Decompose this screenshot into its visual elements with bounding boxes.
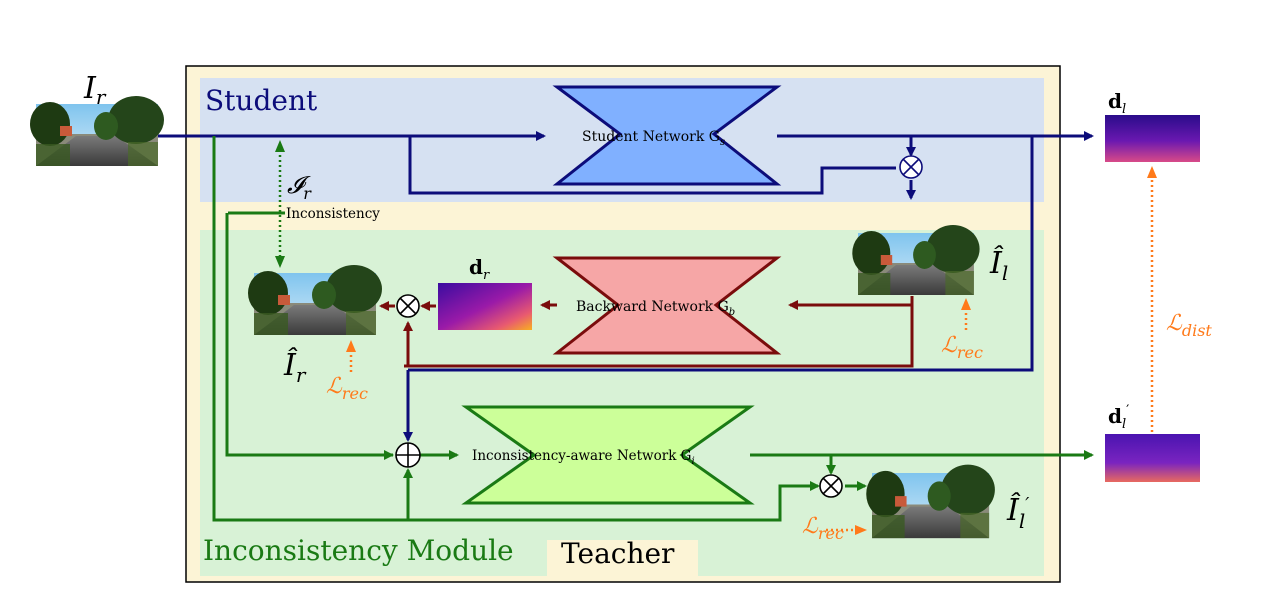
inconsistency-aware-network <box>461 405 755 505</box>
student-network-label: Student Network Gs <box>582 129 725 148</box>
backward-network <box>552 256 782 355</box>
reconstructed-image-i-hat-l-prime <box>866 464 995 539</box>
loss-links <box>349 176 1154 532</box>
backward-network-label: Backward Network Gb <box>576 299 735 318</box>
inconsistency-module-title: Inconsistency Module <box>203 534 514 567</box>
backward-connections <box>379 296 914 368</box>
student-title: Student <box>205 84 318 117</box>
depth-map-d-l-prime <box>1105 434 1200 482</box>
multiply-node-teacher <box>819 474 843 498</box>
d-l-symbol: dl <box>1108 89 1126 117</box>
inconsistency-aware-network-label: Inconsistency-aware Network Gi <box>472 448 695 467</box>
i-r-symbol: Ir <box>83 71 107 109</box>
i-hat-l-symbol: Îl <box>989 245 1008 285</box>
l-rec-label-l: ℒrec <box>941 333 983 362</box>
green-connections <box>212 136 1094 522</box>
teacher-title: Teacher <box>561 537 675 570</box>
multiply-node-backward <box>396 294 420 318</box>
l-rec-label-l-prime: ℒrec <box>802 514 844 543</box>
d-r-symbol: dr <box>469 255 490 283</box>
i-hat-l-prime-symbol: Îl′ <box>1006 492 1029 533</box>
student-network <box>552 85 782 186</box>
teacher-label-box <box>547 540 698 576</box>
inconsistency-text: Inconsistency <box>286 206 380 222</box>
reconstructed-image-i-hat-l <box>852 225 980 295</box>
reconstructed-image-i-hat-r <box>248 265 382 335</box>
multiply-node-student <box>899 155 923 179</box>
student-connections <box>158 131 1094 442</box>
add-node <box>395 442 421 468</box>
i-hat-r-symbol: Îr <box>283 347 307 387</box>
l-rec-label-r: ℒrec <box>326 374 368 403</box>
depth-map-d-l <box>1105 115 1200 162</box>
d-l-prime-symbol: dl′ <box>1108 403 1129 432</box>
l-dist-label: ℒdist <box>1166 311 1212 340</box>
depth-map-d-r <box>438 283 532 330</box>
